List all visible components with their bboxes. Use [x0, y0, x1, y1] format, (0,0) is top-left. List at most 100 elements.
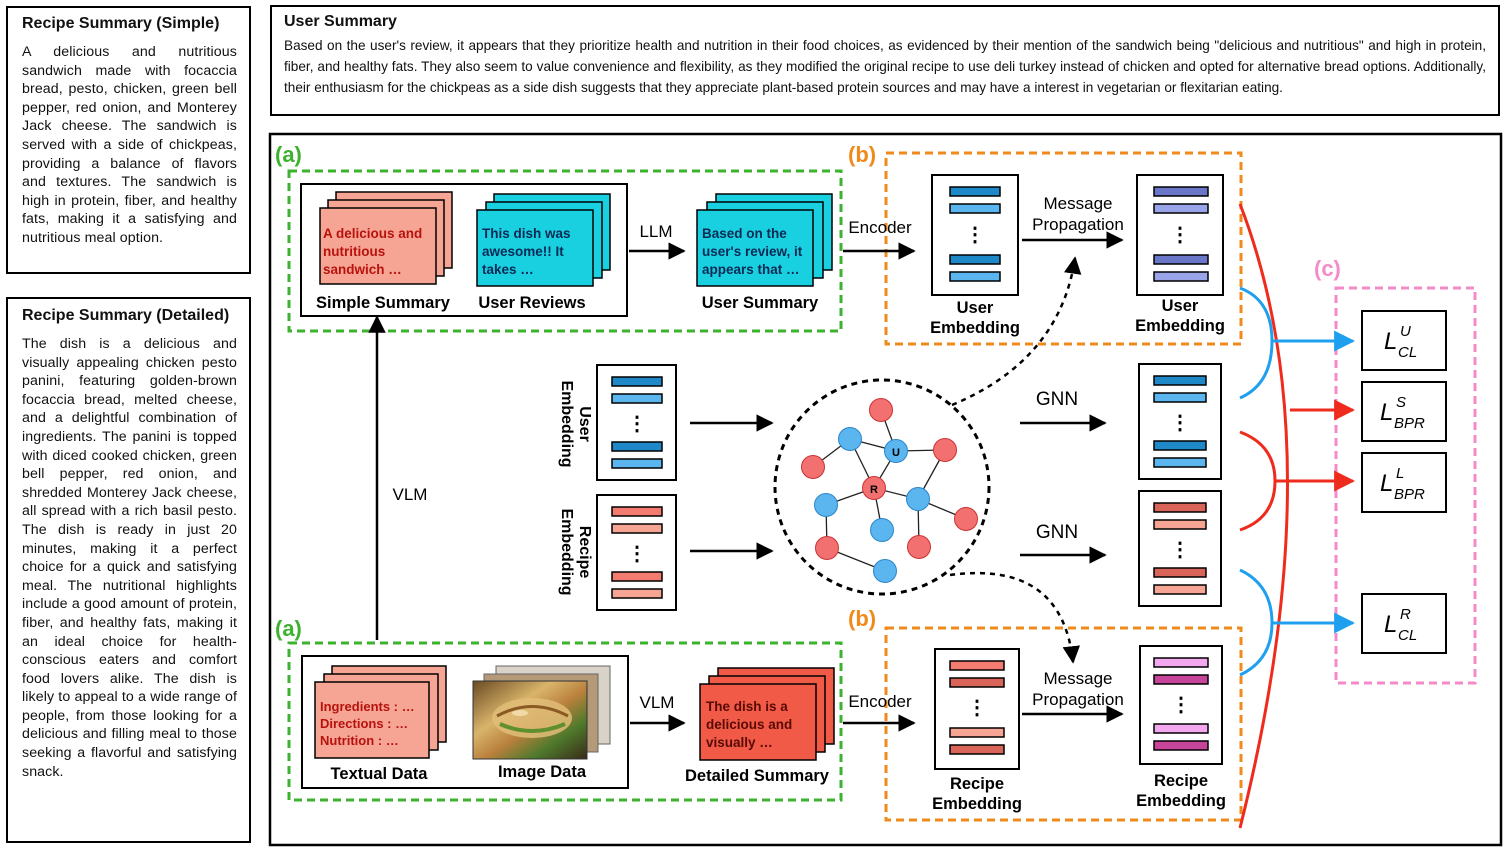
user-reviews-label: User Reviews	[478, 294, 585, 312]
recipe-embedding-mid-label-2: Embedding	[558, 508, 575, 595]
section-a-label-top: (a)	[275, 142, 302, 167]
section-a-box-bottom	[287, 641, 843, 802]
svg-text:L: L	[1384, 611, 1397, 638]
loss-long-bpr: L L BPR	[1361, 452, 1447, 513]
simple-summary-card: A delicious and nutritious sandwich …	[319, 191, 453, 285]
recipe-embedding-label-bottom-left-2: Embedding	[932, 795, 1022, 813]
user-summary-title: User Summary	[284, 13, 397, 30]
user-summary-text: Based on the user's review, it appears t…	[284, 38, 1486, 95]
svg-text:user's review, it: user's review, it	[702, 244, 803, 259]
user-summary-panel: User Summary Based on the user's review,…	[270, 5, 1500, 116]
detailed-summary-panel: Recipe Summary (Detailed) The dish is a …	[6, 297, 251, 843]
svg-text:CL: CL	[1398, 627, 1417, 644]
svg-text:BPR: BPR	[1394, 486, 1425, 503]
message-propagation-label-top-2: Propagation	[1032, 215, 1124, 234]
section-a-label-bottom: (a)	[275, 616, 302, 641]
section-b-label-top: (b)	[848, 142, 876, 167]
svg-text:L: L	[1380, 470, 1393, 497]
message-propagation-label-bottom-1: Message	[1044, 669, 1113, 688]
vlm-horizontal-label: VLM	[640, 693, 675, 712]
framework-frame	[268, 132, 1503, 847]
graph-to-recipe-propagation-arrow	[949, 571, 1081, 664]
svg-text:U: U	[1400, 323, 1411, 340]
user-summary-card: Based on the user's review, it appears t…	[696, 193, 833, 287]
interaction-graph: U R	[773, 378, 991, 596]
recipe-node-label: R	[870, 484, 878, 496]
user-embedding-top-right: ⋮	[1136, 174, 1224, 296]
user-reviews-card: This dish was awesome!! It takes …	[476, 193, 611, 287]
simple-summary-panel: Recipe Summary (Simple) A delicious and …	[6, 6, 251, 274]
svg-text:takes …: takes …	[482, 262, 534, 277]
user-summary-label-diagram: User Summary	[702, 294, 819, 312]
svg-text:⋮: ⋮	[967, 697, 987, 719]
recipe-embedding-mid: ⋮	[596, 494, 677, 611]
svg-text:⋮: ⋮	[1170, 412, 1190, 434]
textual-data-label: Textual Data	[331, 765, 429, 783]
user-gnn-embedding: ⋮	[1138, 363, 1222, 480]
detailed-summary-card: The dish is a delicious and visually …	[699, 667, 835, 761]
user-embedding-top-left: ⋮	[931, 174, 1019, 296]
section-c-box	[1334, 286, 1477, 685]
user-embedding-label-top-left-2: Embedding	[930, 319, 1020, 337]
svg-text:L: L	[1384, 328, 1397, 355]
detailed-summary-label: Detailed Summary	[685, 767, 830, 785]
svg-text:awesome!! It: awesome!! It	[482, 244, 564, 259]
detailed-summary-text: The dish is a delicious and visually app…	[22, 336, 237, 780]
llm-label: LLM	[639, 222, 672, 241]
user-embedding-mid-label-1: User	[576, 406, 593, 442]
svg-text:⋮: ⋮	[627, 543, 647, 565]
svg-text:This dish was: This dish was	[482, 226, 571, 241]
svg-text:S: S	[1396, 394, 1406, 411]
svg-text:L: L	[1380, 399, 1393, 426]
detailed-summary-title: Recipe Summary (Detailed)	[22, 307, 230, 324]
recipe-embedding-mid-label-1: Recipe	[576, 526, 593, 579]
svg-text:Nutrition : …: Nutrition : …	[320, 733, 399, 748]
user-embedding-label-top-right-1: User	[1162, 297, 1199, 315]
recipe-embedding-bottom-right: ⋮	[1139, 645, 1223, 765]
recipe-embedding-label-bottom-right-1: Recipe	[1154, 772, 1208, 790]
user-node-label: U	[892, 447, 900, 459]
svg-text:⋮: ⋮	[1170, 539, 1190, 561]
svg-text:Based on the: Based on the	[702, 226, 787, 241]
svg-text:L: L	[1396, 465, 1404, 482]
encoder-label-bottom: Encoder	[848, 692, 912, 711]
svg-text:R: R	[1400, 606, 1411, 623]
image-data-card	[472, 665, 611, 760]
loss-user-cl: L U CL	[1361, 310, 1447, 371]
recipe-embedding-bottom-left: ⋮	[934, 648, 1020, 770]
svg-text:⋮: ⋮	[1170, 224, 1190, 246]
user-embedding-label-top-left-1: User	[957, 299, 994, 317]
section-c-label: (c)	[1314, 256, 1341, 281]
gnn-label-user: GNN	[1036, 389, 1078, 410]
loss-simple-bpr: L S BPR	[1361, 381, 1447, 442]
svg-text:The dish is a: The dish is a	[706, 699, 788, 714]
simple-summary-label: Simple Summary	[316, 294, 451, 312]
encoder-label-top: Encoder	[848, 218, 912, 237]
section-a-box-top	[287, 169, 843, 333]
svg-text:⋮: ⋮	[627, 413, 647, 435]
svg-text:Ingredients : …: Ingredients : …	[320, 699, 415, 714]
user-embedding-mid-label-2: Embedding	[558, 380, 575, 467]
svg-text:Directions : …: Directions : …	[320, 716, 408, 731]
svg-text:CL: CL	[1398, 344, 1417, 361]
recipe-embedding-label-bottom-left-1: Recipe	[950, 775, 1004, 793]
loss-recipe-cl: L R CL	[1361, 593, 1447, 654]
blue-connector-rcl	[1239, 568, 1274, 677]
simple-summary-text: A delicious and nutritious sandwich made…	[22, 44, 237, 246]
blue-connector-ucl	[1239, 286, 1274, 400]
simple-summary-title: Recipe Summary (Simple)	[22, 15, 220, 32]
red-connector-arc	[1238, 203, 1289, 829]
message-propagation-label-top-1: Message	[1044, 194, 1113, 213]
svg-text:A delicious and: A delicious and	[323, 226, 422, 241]
textual-data-card: Ingredients : … Directions : … Nutrition…	[314, 665, 447, 759]
svg-text:appears that …: appears that …	[702, 262, 800, 277]
red-connector-lbpr	[1239, 430, 1277, 532]
user-embedding-mid: ⋮	[596, 364, 677, 481]
image-data-label: Image Data	[498, 763, 587, 781]
svg-text:sandwich …: sandwich …	[323, 262, 402, 277]
message-propagation-label-bottom-2: Propagation	[1032, 690, 1124, 709]
svg-text:delicious and: delicious and	[706, 717, 792, 732]
svg-text:nutritious: nutritious	[323, 244, 385, 259]
svg-text:⋮: ⋮	[1171, 694, 1191, 716]
